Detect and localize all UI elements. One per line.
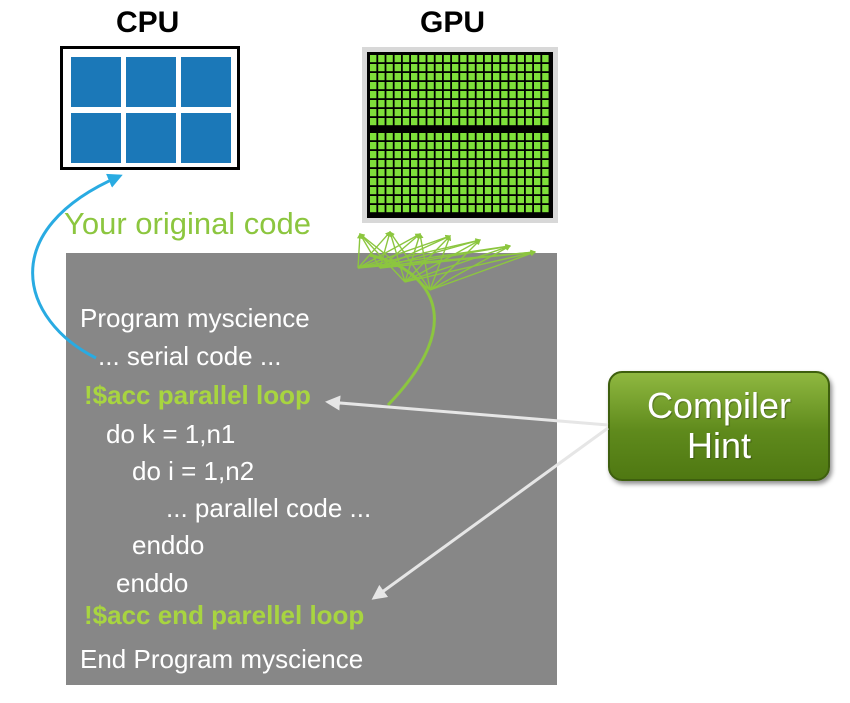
gpu-title: GPU [420,6,486,39]
code-line-acc-parallel: !$acc parallel loop [84,380,311,410]
cpu-core [71,113,121,163]
original-code-label: Your original code [64,206,312,241]
gpu-chip-icon [362,47,558,223]
cpu-chip-icon [60,46,240,170]
cpu-core [126,57,176,107]
code-line-acc-end: !$acc end parellel loop [84,600,365,630]
compiler-hint-box: Compiler Hint [608,371,830,481]
code-line-do-k: do k = 1,n1 [106,419,236,449]
code-line-enddo-outer: enddo [116,568,189,598]
cpu-core [71,57,121,107]
code-line-serial: ... serial code ... [98,341,282,371]
code-line-do-i: do i = 1,n2 [132,456,255,486]
code-line-parallel-code: ... parallel code ... [166,493,372,523]
code-line-enddo-inner: enddo [132,530,205,560]
code-line-end-program: End Program myscience [80,644,364,674]
code-panel: Program myscience ... serial code ... !$… [66,253,557,685]
cpu-core [126,113,176,163]
cpu-core [181,57,231,107]
code-line-program: Program myscience [80,303,310,333]
compiler-hint-line1: Compiler [646,385,792,426]
cpu-core [181,113,231,163]
cpu-title: CPU [116,6,180,39]
compiler-hint-line2: Hint [686,425,752,466]
